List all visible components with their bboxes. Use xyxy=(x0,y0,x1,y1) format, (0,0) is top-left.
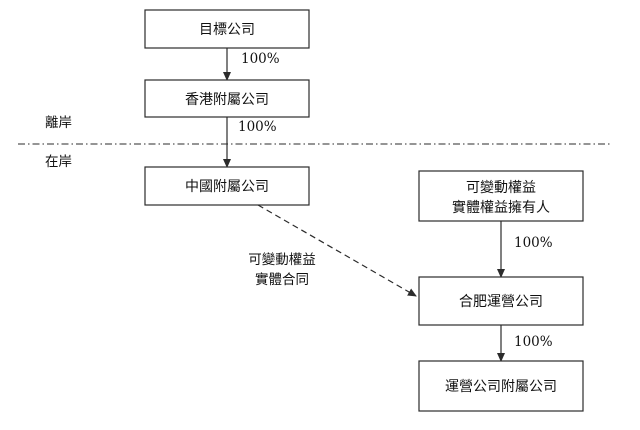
hefei-to-sub-percentage: 100% xyxy=(514,334,553,350)
onshore-label: 在岸 xyxy=(45,154,72,170)
hk-to-prc-percentage: 100% xyxy=(238,119,277,135)
vie-equity-holders-label-line1: 可變動權益 xyxy=(466,180,536,196)
holders-to-hefei-percentage: 100% xyxy=(514,235,553,251)
hk-subsidiary-node: 香港附屬公司 xyxy=(144,79,310,118)
opco-subsidiary-node: 運營公司附屬公司 xyxy=(418,360,584,412)
offshore-label: 離岸 xyxy=(45,115,72,131)
opco-subsidiary-label: 運營公司附屬公司 xyxy=(445,379,557,395)
vie-equity-holders-label-line2: 實體權益擁有人 xyxy=(452,199,550,216)
target-company-label: 目標公司 xyxy=(199,22,255,38)
hefei-opco-label: 合肥運營公司 xyxy=(459,294,543,310)
vie-contract-label-line1: 可變動權益 xyxy=(248,252,316,268)
vie-equity-holders-node: 可變動權益 實體權益擁有人 xyxy=(418,170,584,222)
prc-subsidiary-node: 中國附屬公司 xyxy=(144,166,310,206)
vie-contract-label-line2: 實體合同 xyxy=(255,271,309,288)
hk-subsidiary-label: 香港附屬公司 xyxy=(185,92,269,108)
vie-contract-arrow xyxy=(257,204,417,297)
hefei-opco-node: 合肥運營公司 xyxy=(418,276,584,326)
prc-subsidiary-label: 中國附屬公司 xyxy=(185,179,269,195)
target-to-hk-percentage: 100% xyxy=(241,51,280,67)
target-company-node: 目標公司 xyxy=(144,9,310,49)
